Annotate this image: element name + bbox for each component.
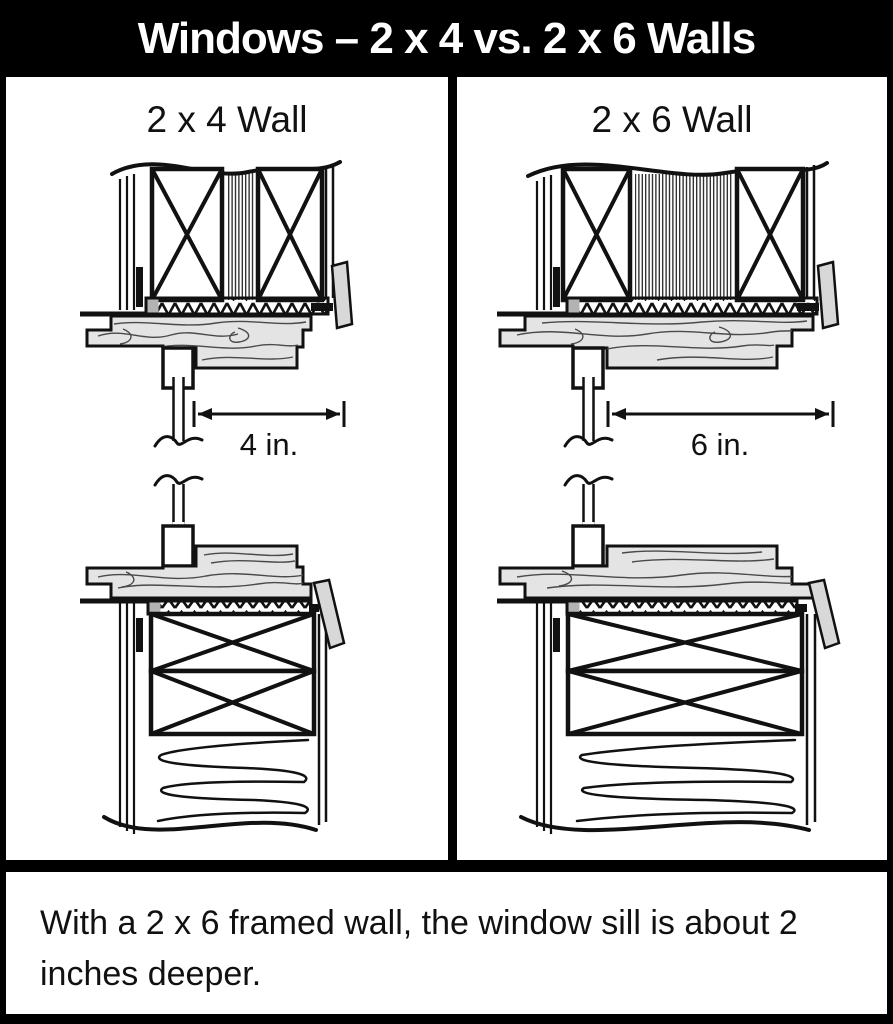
framing-member-box: [148, 668, 317, 737]
sheathing-sawtooth-strip: [144, 296, 330, 316]
stud-box: [149, 166, 225, 303]
insulation-batt-squiggle: [575, 738, 797, 823]
exterior-sheathing-lines: [805, 165, 816, 298]
window-sash: [153, 474, 204, 568]
dimension-label: 4 in.: [240, 427, 299, 462]
caption-box: With a 2 x 6 framed wall, the window sil…: [6, 872, 887, 1014]
exterior-sheathing-lines: [317, 614, 328, 825]
framing-member-box: [148, 611, 317, 674]
wood-grain: [516, 320, 810, 361]
break-squiggle: [563, 435, 614, 448]
break-line-bottom: [519, 815, 811, 833]
exterior-casing-trim: [312, 578, 346, 650]
interior-drywall-lines: [535, 175, 553, 310]
wood-grain: [516, 550, 808, 589]
wood-grain: [97, 320, 307, 361]
interior-drywall-lines: [535, 600, 553, 834]
stud-end-grain-hatch: [228, 173, 254, 300]
stud-box: [560, 166, 633, 303]
panel-2x6-heading: 2 x 6 Wall: [591, 99, 753, 140]
window-sash: [563, 346, 614, 448]
jamb-stop: [553, 618, 560, 652]
flashing-bar: [795, 604, 807, 612]
title-bar: Windows – 2 x 4 vs. 2 x 6 Walls: [0, 0, 893, 77]
stud-end-grain-hatch: [635, 174, 733, 300]
window-sash: [563, 474, 614, 568]
wood-grain: [97, 552, 305, 589]
break-line-bottom: [102, 815, 318, 832]
window-sill-board: [498, 544, 815, 600]
plan-section-2x4: 4 in.: [80, 160, 354, 462]
jamb-stop: [553, 267, 560, 307]
flashing-bar: [309, 604, 319, 612]
plan-section-2x6-mirrored: [497, 474, 841, 834]
window-sill-board: [498, 314, 815, 370]
plan-section-2x4-mirrored: [80, 474, 346, 834]
sheathing-sawtooth-strip: [565, 296, 819, 316]
window-sill-board: [85, 544, 313, 600]
interior-drywall-lines: [118, 174, 136, 310]
framing-member-box: [565, 668, 805, 737]
exterior-sheathing-lines: [805, 614, 817, 825]
stud-box: [734, 166, 806, 303]
interior-drywall-lines: [118, 600, 136, 834]
break-squiggle: [153, 435, 204, 448]
panel-2x4-heading: 2 x 4 Wall: [146, 99, 308, 140]
framing-member-box: [565, 611, 805, 674]
wall-section-drawing-2x6: 6 in.: [497, 161, 841, 834]
dimension-label: 6 in.: [691, 427, 750, 462]
dimension-arrow-6in: 6 in.: [606, 401, 835, 462]
exterior-casing-trim: [807, 578, 841, 650]
panel-2x6-wall: 6 in.: [457, 77, 887, 860]
wall-section-drawing-2x4: 4 in.: [80, 160, 354, 834]
break-squiggle: [563, 474, 614, 487]
stud-box: [255, 166, 325, 303]
dimension-arrow-4in: 4 in.: [192, 401, 346, 462]
window-sill-board: [85, 314, 313, 370]
page-title: Windows – 2 x 4 vs. 2 x 6 Walls: [137, 13, 756, 63]
exterior-casing-trim: [330, 260, 354, 330]
exterior-casing-trim: [816, 260, 840, 330]
window-sash: [153, 346, 204, 448]
jamb-stop: [136, 267, 143, 307]
jamb-stop: [136, 618, 143, 652]
plan-section-2x6: 6 in.: [497, 161, 840, 462]
break-squiggle: [153, 474, 204, 487]
panel-2x4-wall: 4 in.: [6, 77, 448, 860]
insulation-batt-squiggle: [156, 738, 310, 823]
caption-text: With a 2 x 6 framed wall, the window sil…: [40, 904, 798, 993]
